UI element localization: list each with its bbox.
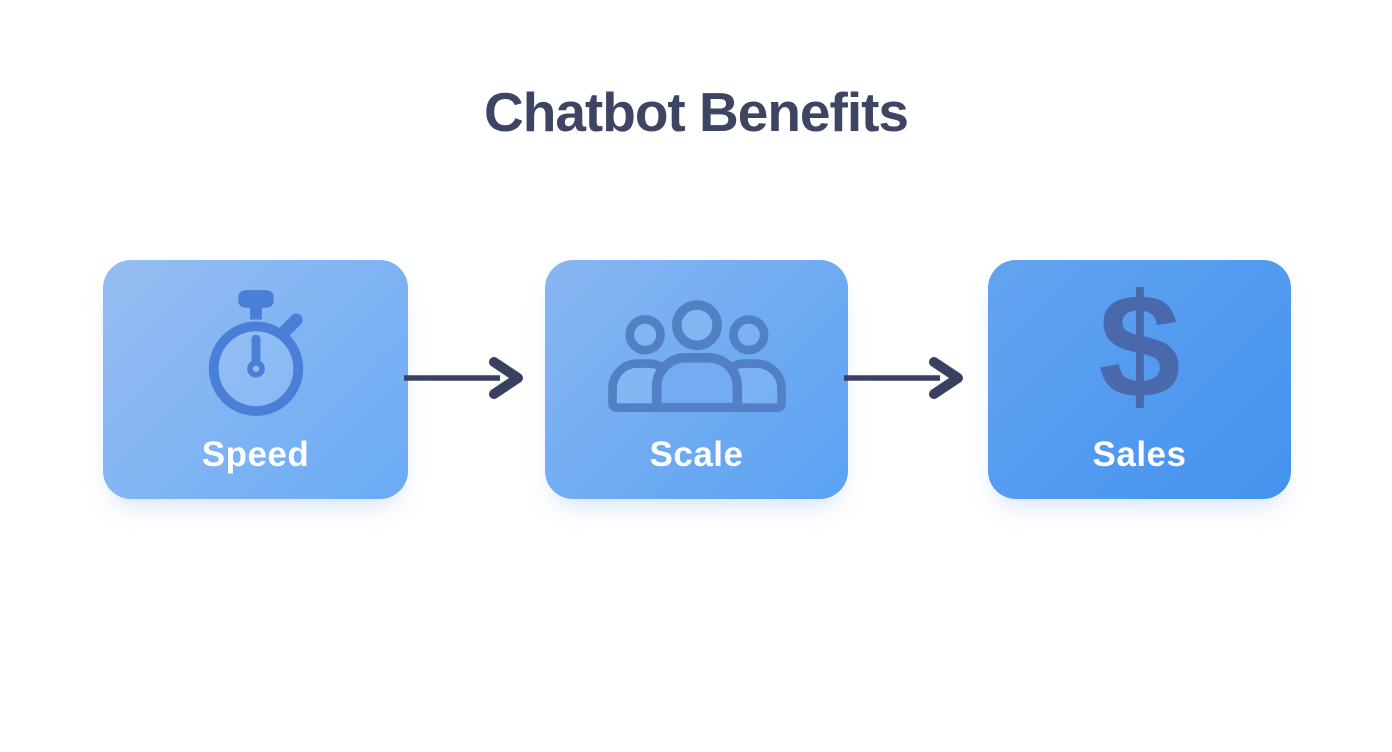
card-label: Sales — [1092, 435, 1187, 474]
dollar-icon: $ — [988, 260, 1291, 435]
dollar-glyph: $ — [1098, 263, 1181, 429]
benefit-card: Speed — [103, 260, 408, 499]
arrow-right-icon — [844, 357, 963, 399]
arrow-right-icon — [404, 357, 523, 399]
benefit-card: Scale — [545, 260, 848, 499]
page-title: Chatbot Benefits — [484, 81, 909, 143]
stopwatch-icon — [103, 260, 408, 435]
users-icon — [545, 260, 848, 435]
card-label: Scale — [649, 435, 744, 474]
card-label: Speed — [201, 435, 310, 474]
benefit-card: $ Sales — [988, 260, 1291, 499]
